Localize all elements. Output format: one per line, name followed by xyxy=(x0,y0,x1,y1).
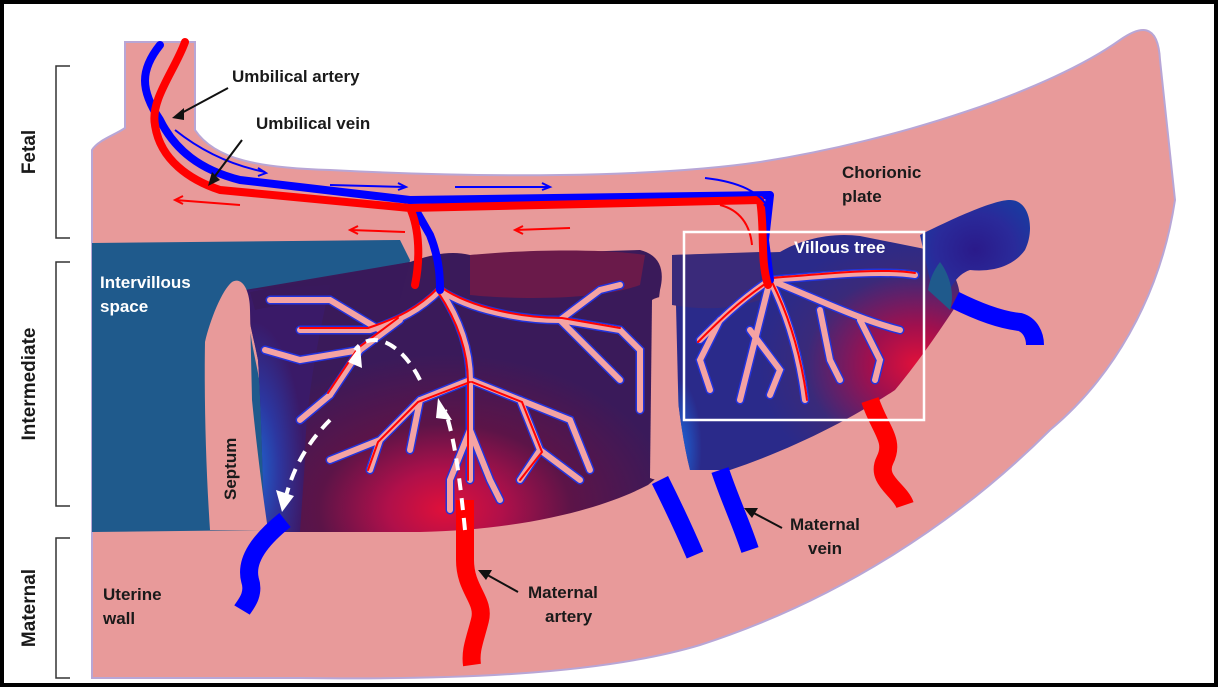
label-maternal-vein-2: vein xyxy=(808,539,842,558)
label-maternal-vein-1: Maternal xyxy=(790,515,860,534)
label-chorionic-plate-1: Chorionic xyxy=(842,163,921,182)
label-intervillous-1: Intervillous xyxy=(100,273,191,292)
label-uterine-wall-2: wall xyxy=(102,609,135,628)
label-maternal-artery-2: artery xyxy=(545,607,593,626)
label-septum: Septum xyxy=(221,438,240,500)
label-chorionic-plate-2: plate xyxy=(842,187,882,206)
label-uterine-wall-1: Uterine xyxy=(103,585,162,604)
label-umbilical-vein: Umbilical vein xyxy=(256,114,370,133)
label-umbilical-artery: Umbilical artery xyxy=(232,67,360,86)
septum-right-tissue xyxy=(650,297,680,480)
region-label-maternal: Maternal xyxy=(19,569,40,647)
label-villous-tree: Villous tree xyxy=(794,238,885,257)
upper-purple-lobe xyxy=(470,250,645,298)
label-intervillous-2: space xyxy=(100,297,148,316)
label-maternal-artery-1: Maternal xyxy=(528,583,598,602)
region-label-fetal: Fetal xyxy=(19,130,40,174)
region-label-intermediate: Intermediate xyxy=(19,328,40,441)
